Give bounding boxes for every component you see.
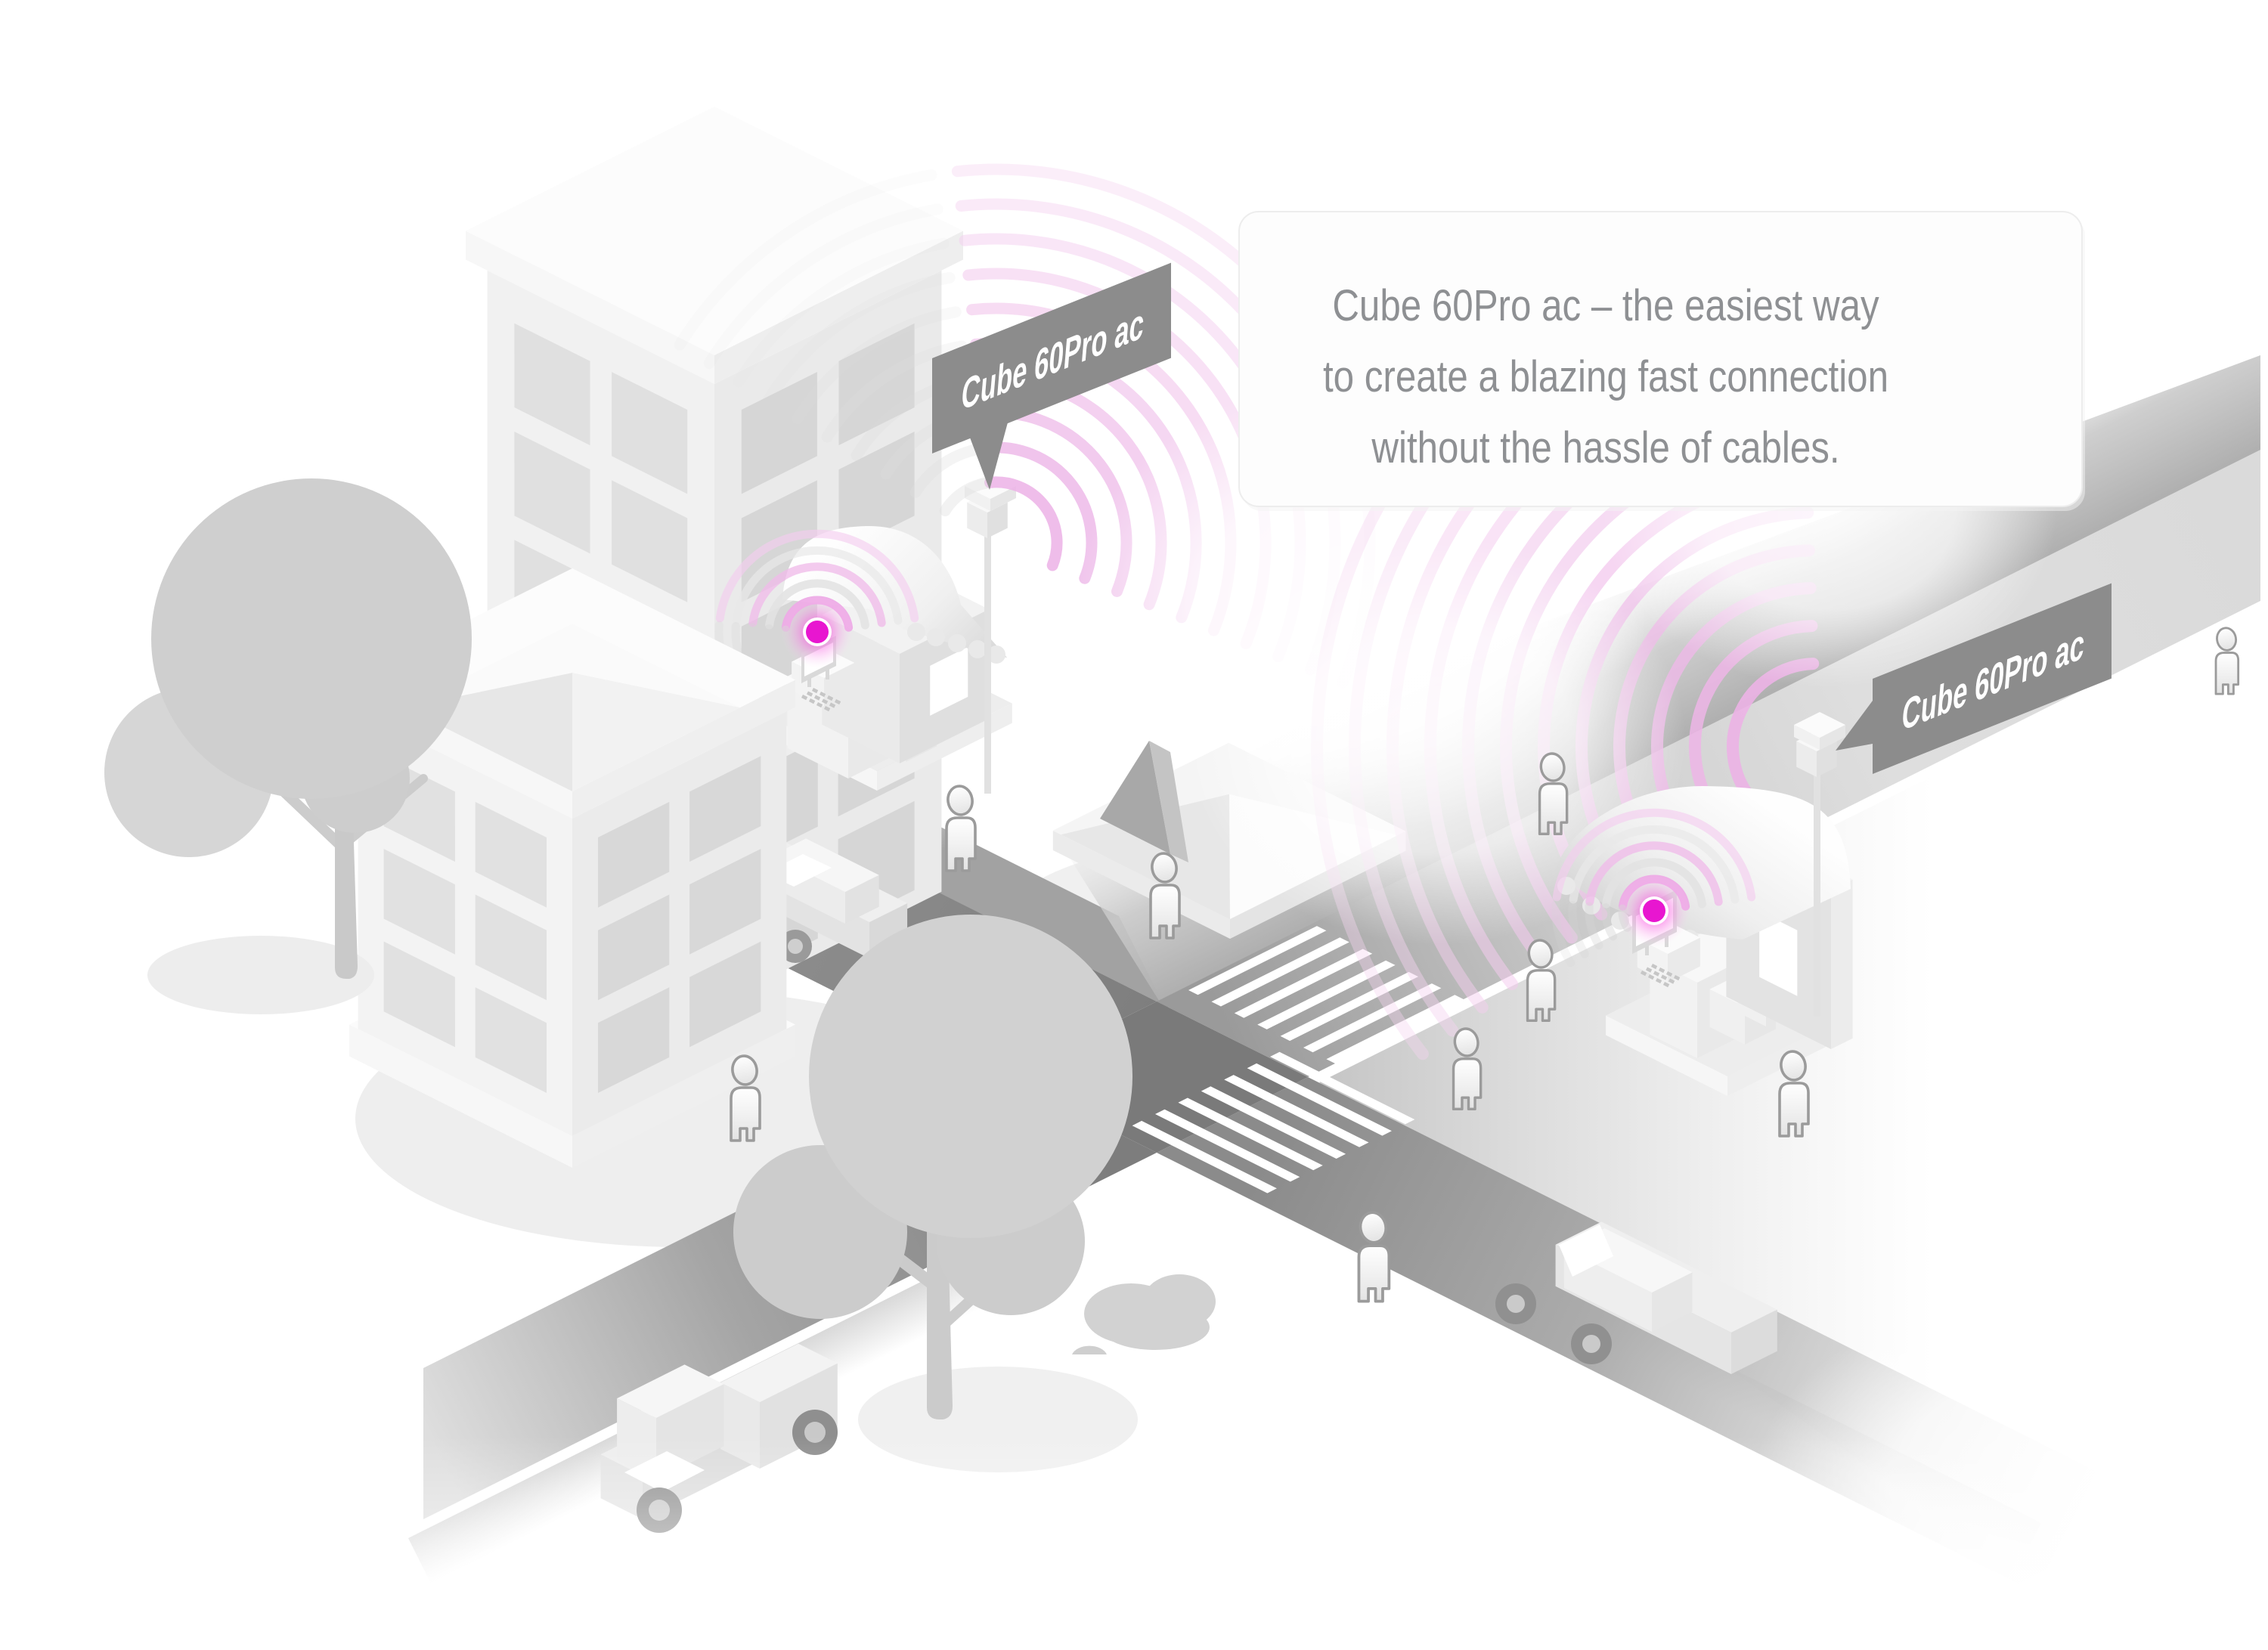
svg-text:Cube 60Pro ac – the easiest wa: Cube 60Pro ac – the easiest way xyxy=(1332,281,1879,330)
svg-text:to create a blazing fast conne: to create a blazing fast connection xyxy=(1323,352,1888,401)
svg-text:without the hassle of cables.: without the hassle of cables. xyxy=(1371,423,1839,472)
